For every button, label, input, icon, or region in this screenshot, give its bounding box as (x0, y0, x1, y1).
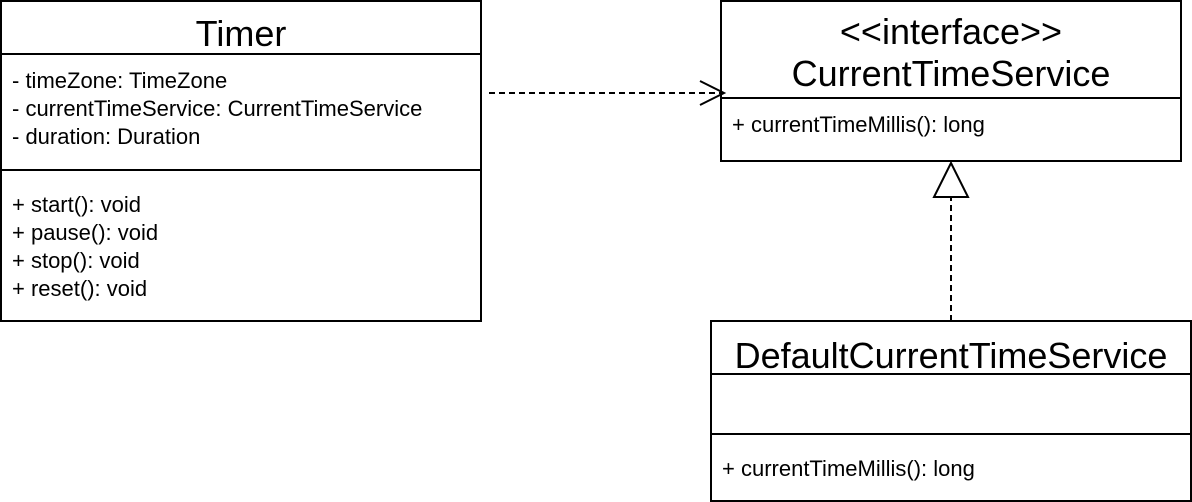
realization-triangle (932, 160, 970, 198)
interface-name: CurrentTimeService (791, 53, 1111, 94)
interface-operations: + currentTimeMillis(): long (722, 97, 1180, 139)
class-name-default-current-time-service: DefaultCurrentTimeService (734, 335, 1168, 376)
operation-default-current-time-millis: + currentTimeMillis(): long (722, 456, 975, 481)
attribute-timezone: - timeZone: TimeZone (12, 68, 228, 93)
interface-header: <<interface>> CurrentTimeService (722, 2, 1180, 97)
class-timer: Timer - timeZone: TimeZone - currentTime… (0, 0, 482, 322)
timer-operations: + start(): void + pause(): void + stop()… (2, 169, 480, 303)
operation-start: + start(): void (12, 192, 141, 217)
dependency-arrow (489, 80, 727, 106)
class-name-timer: Timer (195, 13, 287, 54)
realization-arrow (932, 160, 970, 321)
operation-reset: + reset(): void (12, 276, 148, 301)
operation-pause: + pause(): void (12, 220, 159, 245)
dependency-arrowhead (699, 80, 727, 106)
interface-stereotype: <<interface>> (839, 11, 1063, 52)
operation-current-time-millis: + currentTimeMillis(): long (732, 112, 985, 137)
default-current-time-service-operations: + currentTimeMillis(): long (712, 433, 1190, 483)
operation-stop: + stop(): void (12, 248, 140, 273)
interface-current-time-service: <<interface>> CurrentTimeService + curre… (720, 0, 1182, 162)
class-default-current-time-service: DefaultCurrentTimeService + currentTimeM… (710, 320, 1192, 502)
default-current-time-service-attributes (712, 373, 1190, 433)
attribute-current-time-service: - currentTimeService: CurrentTimeService (12, 96, 423, 121)
attribute-duration: - duration: Duration (12, 124, 201, 149)
timer-attributes: - timeZone: TimeZone - currentTimeServic… (2, 53, 480, 169)
